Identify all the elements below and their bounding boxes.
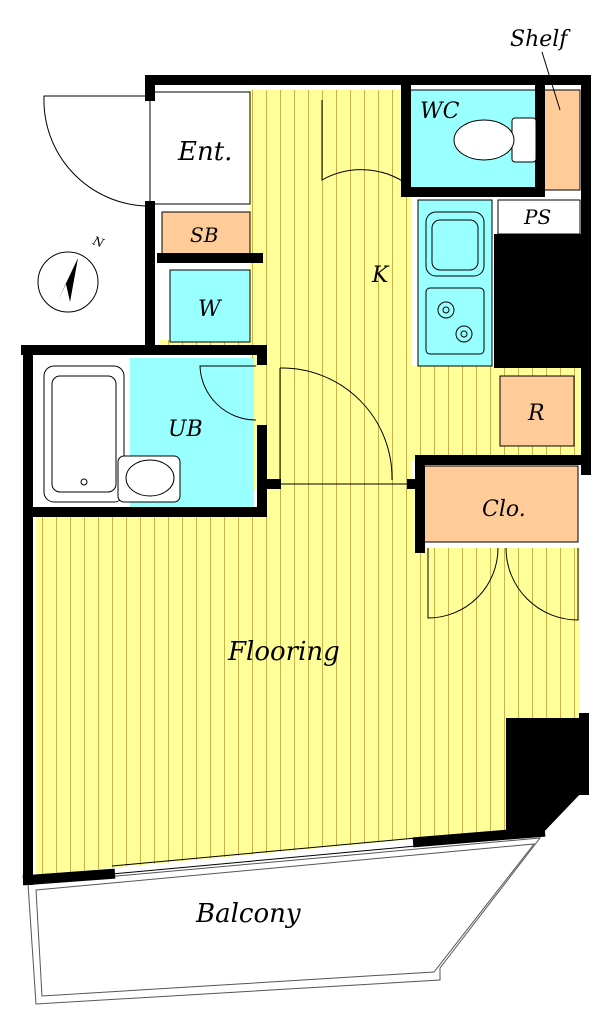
label-ps: PS (523, 205, 551, 229)
label-entrance: Ent. (177, 137, 232, 167)
balcony (27, 837, 542, 1005)
label-kitchen: K (371, 263, 390, 288)
compass: N (37, 233, 106, 313)
shelf-box (541, 89, 581, 191)
sink-icon (425, 211, 485, 277)
label-closet: Clo. (482, 497, 526, 522)
pillar-fill (506, 718, 584, 838)
label-shelf: Shelf (510, 27, 571, 52)
north-arrow-icon (58, 258, 78, 302)
label-wc: WC (420, 99, 460, 124)
label-balcony: Balcony (195, 899, 301, 929)
ps-box (497, 199, 581, 235)
refrigerator-box (499, 375, 575, 447)
doors (43, 95, 579, 621)
closet-box (423, 465, 579, 543)
compass-north-label: N (90, 233, 106, 250)
entrance-area (149, 91, 251, 205)
label-washer: W (198, 297, 223, 322)
washer-space (169, 269, 251, 343)
shelf-leader-line (541, 51, 561, 111)
balcony-window (111, 837, 417, 875)
pipe-shaft-fill (494, 234, 582, 368)
stove-icon (425, 287, 485, 355)
label-unit-bath: UB (168, 417, 203, 442)
walls (21, 75, 591, 886)
washbasin-icon (117, 455, 181, 503)
label-sb: SB (190, 223, 218, 247)
label-refrigerator: R (527, 401, 545, 426)
label-flooring: Flooring (227, 637, 340, 667)
kitchen-counter (417, 199, 493, 367)
bathtub-icon (43, 365, 125, 503)
toilet-icon (453, 117, 537, 163)
